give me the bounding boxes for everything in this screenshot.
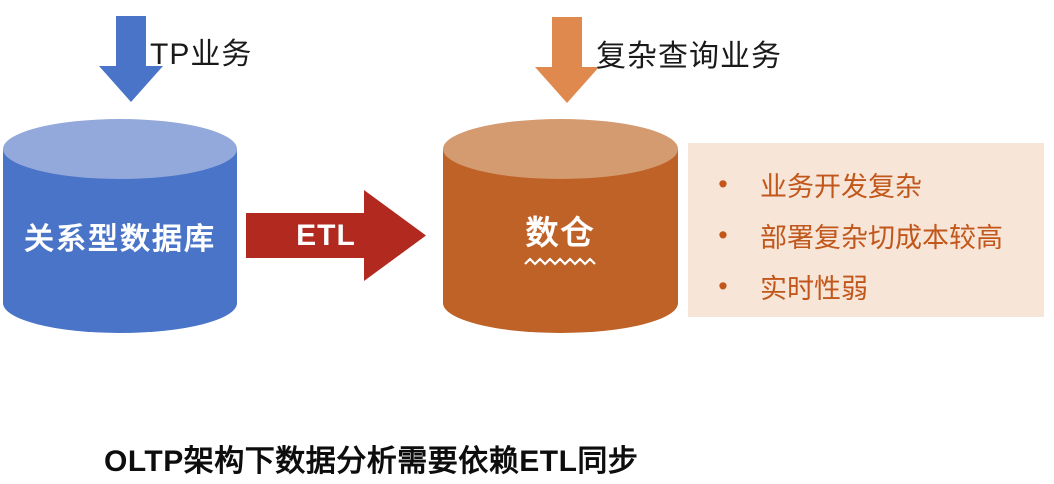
right-arrow-icon: [246, 190, 426, 281]
bullet-icon: •: [718, 220, 728, 250]
cylinder-top-shape: [3, 119, 237, 179]
tp-down-arrow-shape: [99, 16, 163, 102]
query-down-arrow-icon: [535, 17, 599, 108]
issues-list: • 业务开发复杂 • 部署复杂切成本较高 • 实时性弱: [688, 159, 1044, 312]
bullet-icon: •: [718, 271, 728, 301]
etl-arrow-shape: [246, 190, 426, 281]
bullet-icon: •: [718, 169, 728, 199]
issue-text: 实时性弱: [760, 274, 868, 304]
warehouse-cylinder: 数仓: [443, 119, 678, 333]
issues-panel: • 业务开发复杂 • 部署复杂切成本较高 • 实时性弱: [688, 143, 1044, 317]
relational-db-cylinder: 关系型数据库: [3, 119, 237, 333]
tp-down-arrow-icon: [99, 16, 163, 107]
diagram-caption: OLTP架构下数据分析需要依赖ETL同步: [104, 445, 639, 478]
list-item: • 部署复杂切成本较高: [688, 210, 1044, 261]
database-cylinder-icon: [443, 119, 678, 333]
etl-arrow: ETL: [246, 190, 426, 286]
database-cylinder-icon: [3, 119, 237, 333]
cylinder-top-shape: [443, 119, 678, 179]
query-down-arrow-shape: [535, 17, 599, 103]
issue-text: 部署复杂切成本较高: [760, 223, 1003, 253]
issue-text: 业务开发复杂: [760, 172, 922, 202]
list-item: • 实时性弱: [688, 261, 1044, 312]
tp-flow-label: TP业务: [150, 38, 253, 71]
list-item: • 业务开发复杂: [688, 159, 1044, 210]
query-flow-label: 复杂查询业务: [596, 40, 782, 73]
etl-label: ETL: [296, 218, 356, 252]
